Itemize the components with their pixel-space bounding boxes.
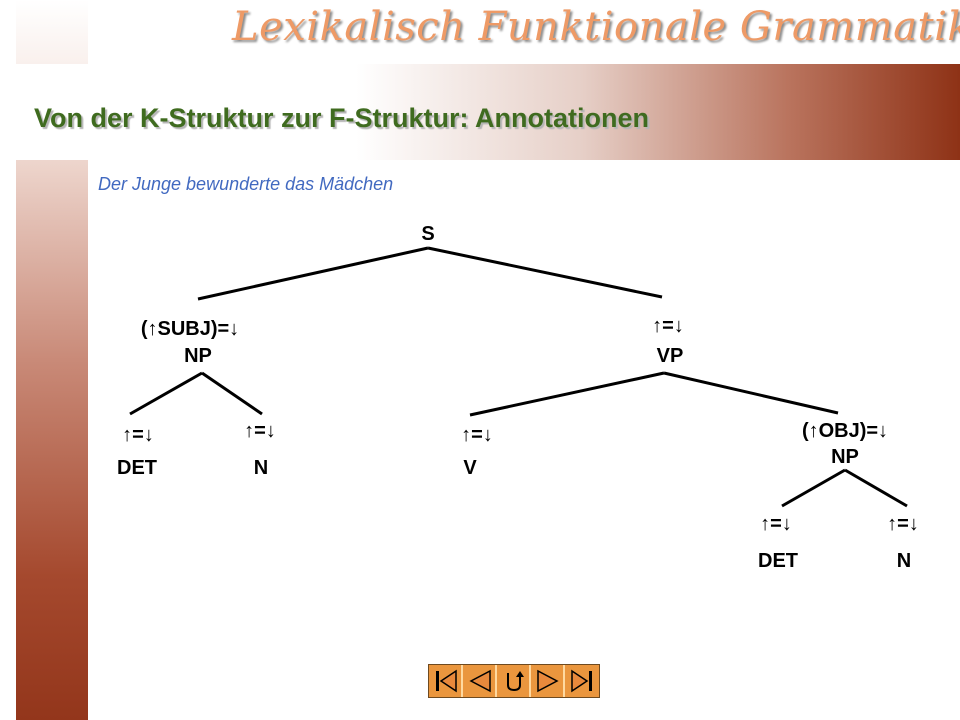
last-icon [571, 669, 592, 693]
node-np-obj: NP [831, 446, 859, 468]
next-slide-button[interactable] [531, 665, 565, 697]
slide-navigation [428, 664, 600, 698]
edge-np-n [201, 371, 263, 416]
annotation-np-subj: (↑SUBJ)=↓ [141, 318, 239, 340]
edge-np-det2 [781, 468, 846, 508]
last-slide-button[interactable] [565, 665, 599, 697]
header-title: Lexikalisch Funktionale Grammatik [232, 4, 960, 50]
example-sentence: Der Junge bewunderte das Mädchen [98, 174, 394, 194]
node-v: V [463, 457, 477, 479]
edge-np-det [129, 371, 203, 416]
annotation-v: ↑=↓ [461, 424, 493, 446]
annotation-vp: ↑=↓ [652, 315, 684, 337]
edge-np-n2 [844, 468, 908, 508]
edge-s-np [197, 246, 429, 301]
node-det2: DET [758, 550, 798, 572]
previous-icon [469, 669, 491, 693]
first-slide-button[interactable] [429, 665, 463, 697]
node-det: DET [117, 457, 157, 479]
return-button[interactable] [497, 665, 531, 697]
previous-slide-button[interactable] [463, 665, 497, 697]
node-n2: N [897, 550, 911, 572]
annotation-n2: ↑=↓ [887, 513, 919, 535]
next-icon [537, 669, 559, 693]
annotation-det: ↑=↓ [122, 424, 154, 446]
node-n: N [254, 457, 268, 479]
title-band [16, 64, 960, 160]
edge-vp-np [663, 371, 839, 415]
edge-s-vp [427, 246, 663, 299]
slide-title: Von der K-Struktur zur F-Struktur: Annot… [34, 103, 649, 133]
edge-vp-v [469, 371, 665, 417]
return-icon [507, 671, 524, 692]
annotation-np-obj: (↑OBJ)=↓ [802, 420, 888, 442]
node-np-subj: NP [184, 345, 212, 367]
first-icon [436, 669, 457, 693]
node-s: S [421, 223, 434, 245]
annotation-n: ↑=↓ [244, 420, 276, 442]
node-vp: VP [657, 345, 684, 367]
annotation-det2: ↑=↓ [760, 513, 792, 535]
